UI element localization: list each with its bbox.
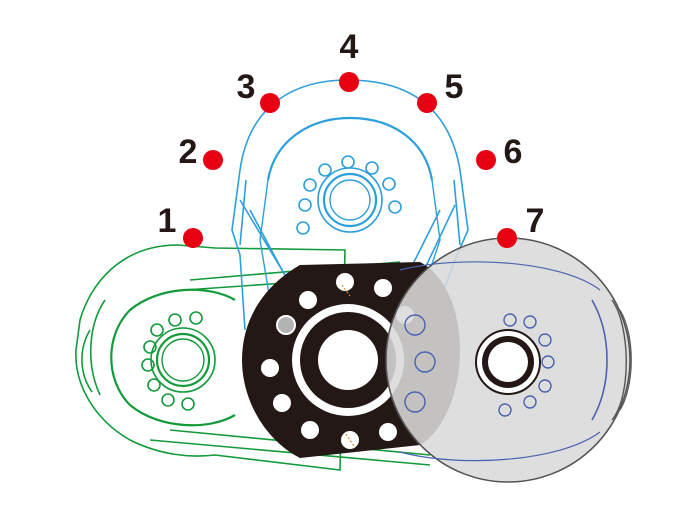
position-marker-4[interactable] — [339, 72, 359, 92]
position-marker-2[interactable] — [203, 150, 223, 170]
grey-disc — [385, 237, 632, 483]
position-label-7: 7 — [526, 202, 545, 240]
position-label-4: 4 — [340, 28, 359, 66]
position-marker-3[interactable] — [260, 93, 280, 113]
position-label-2: 2 — [179, 133, 198, 171]
position-marker-1[interactable] — [183, 228, 203, 248]
position-markers — [183, 72, 517, 248]
position-label-3: 3 — [237, 68, 256, 106]
position-label-5: 5 — [445, 68, 464, 106]
position-marker-7[interactable] — [497, 228, 517, 248]
position-label-1: 1 — [158, 202, 177, 240]
position-label-6: 6 — [504, 133, 523, 171]
position-marker-6[interactable] — [476, 150, 496, 170]
position-labels: 1 2 3 4 5 6 7 — [158, 28, 545, 240]
position-marker-5[interactable] — [417, 93, 437, 113]
